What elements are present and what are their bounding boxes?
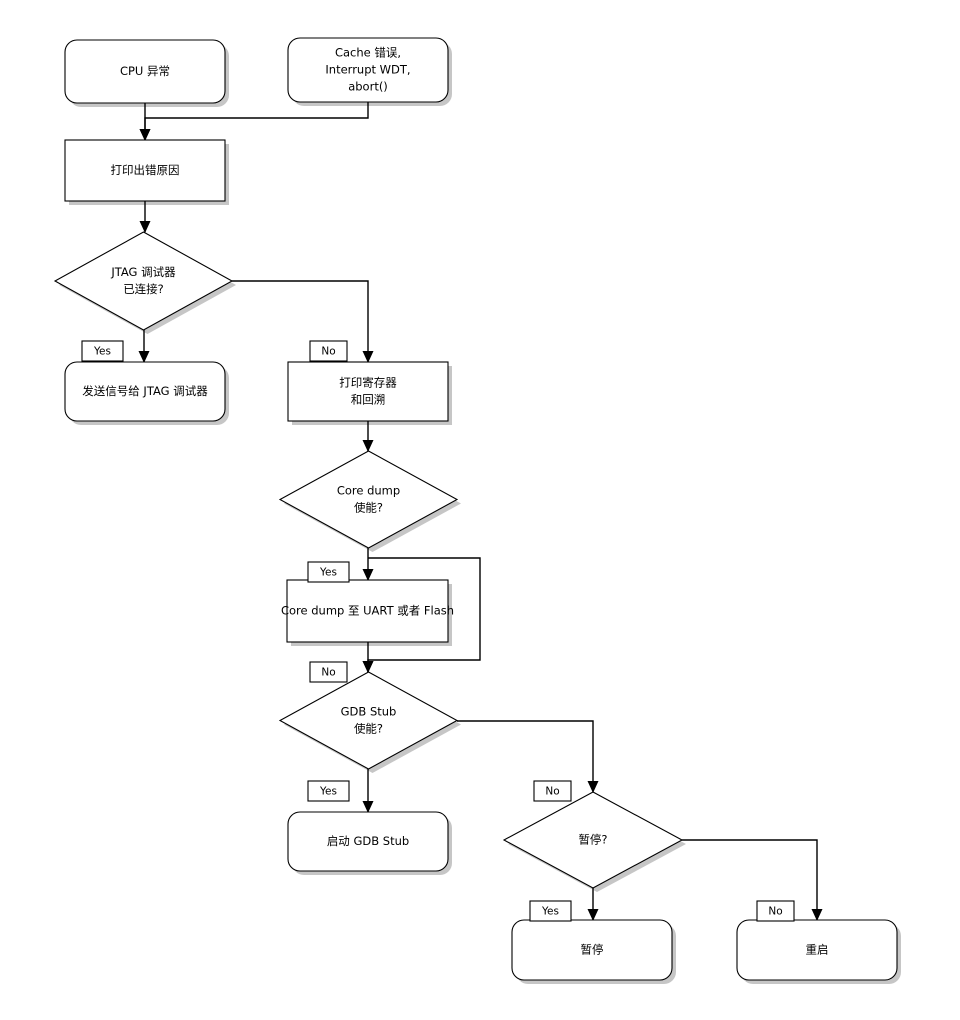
node-gdbstub-enabled[interactable]: GDB Stub 使能?: [278, 671, 459, 770]
edge-label-gdbstub-no: No: [533, 780, 572, 802]
node-shape-send-signal-jtag: [64, 361, 226, 422]
node-send-signal-jtag[interactable]: 发送信号给 JTAG 调试器: [64, 361, 226, 422]
node-label-jtag-connected: 已连接?: [123, 282, 164, 296]
node-label-halt-question: 暂停?: [578, 833, 607, 847]
node-label-send-signal-jtag: 发送信号给 JTAG 调试器: [82, 384, 208, 398]
node-shape-start-gdbstub: [287, 811, 449, 872]
node-coredump-enabled[interactable]: Core dump 使能?: [278, 450, 459, 549]
edge-layer: [138, 102, 823, 921]
node-label-cpu-exception: CPU 异常: [120, 64, 170, 78]
node-label-cache-error: abort(): [348, 80, 388, 94]
node-label-coredump-enabled: Core dump: [337, 484, 400, 498]
edge-label-halt-no: No: [756, 900, 795, 922]
edge-label-text-gdbstub-yes: Yes: [319, 786, 337, 798]
edge-label-text-coredump-no: No: [321, 667, 335, 679]
edge-label-box-halt-yes: [529, 900, 572, 922]
node-label-cache-error: Interrupt WDT,: [325, 63, 410, 77]
node-print-error-reason[interactable]: 打印出错原因: [64, 139, 226, 202]
arrowhead-gdbstub-no-edge: [587, 781, 599, 793]
node-coredump-to-uart-flash[interactable]: Core dump 至 UART 或者 Flash: [281, 579, 454, 643]
edge-label-text-jtag-no: No: [321, 346, 335, 358]
edge-cache-to-print: [144, 102, 369, 140]
edge-label-box-coredump-no: [309, 661, 348, 683]
node-shape-coredump-to-uart-flash: [286, 579, 449, 643]
edge-label-coredump-yes: Yes: [307, 561, 350, 583]
node-start-gdbstub[interactable]: 启动 GDB Stub: [287, 811, 449, 872]
arrowhead-halt-no-edge: [811, 909, 823, 921]
arrowhead-halt-yes-edge: [587, 909, 599, 921]
edge-label-box-gdbstub-yes: [307, 780, 350, 802]
edge-label-box-halt-no: [756, 900, 795, 922]
arrowhead-print-to-jtag: [139, 221, 151, 233]
node-label-cache-error: Cache 错误,: [335, 46, 401, 60]
edge-label-jtag-no: No: [309, 340, 348, 362]
node-shape-print-registers: [287, 361, 449, 422]
node-label-print-registers: 和回溯: [351, 393, 386, 407]
node-halt-question[interactable]: 暂停?: [502, 791, 684, 889]
node-shape-reboot: [736, 919, 898, 981]
node-label-print-registers: 打印寄存器: [339, 376, 397, 390]
arrowhead-jtag-yes-edge: [138, 351, 150, 363]
arrowhead-cache-to-print: [139, 129, 151, 141]
edge-jtag-no-edge: [232, 280, 369, 362]
edge-label-box-jtag-no: [309, 340, 348, 362]
node-label-gdbstub-enabled: 使能?: [354, 722, 383, 736]
node-halt[interactable]: 暂停: [511, 919, 673, 981]
arrowhead-jtag-no-edge: [362, 351, 374, 363]
edge-label-coredump-no: No: [309, 661, 348, 683]
edge-label-jtag-yes: Yes: [81, 340, 124, 362]
node-label-print-error-reason: 打印出错原因: [111, 163, 180, 177]
edge-label-text-halt-no: No: [768, 906, 782, 918]
node-label-halt: 暂停: [581, 943, 604, 957]
node-label-gdbstub-enabled: GDB Stub: [341, 705, 397, 719]
arrowhead-coredump-box-to-gdbstub: [362, 661, 374, 673]
node-label-jtag-connected: JTAG 调试器: [110, 265, 176, 279]
edge-label-text-gdbstub-no: No: [545, 786, 559, 798]
node-shape-halt-question: [502, 791, 684, 889]
edge-gdbstub-no-edge: [457, 720, 594, 792]
node-shape-gdbstub-enabled: [278, 671, 459, 770]
edge-label-text-coredump-yes: Yes: [319, 567, 337, 579]
node-shape-cpu-exception: [64, 39, 226, 104]
node-layer: CPU 异常 Cache 错误, Interrupt WDT, abort() 打印出错…: [53, 37, 898, 981]
edge-label-text-jtag-yes: Yes: [93, 346, 111, 358]
node-cpu-exception[interactable]: CPU 异常: [64, 39, 226, 104]
node-shape-print-error-reason: [64, 139, 226, 202]
edge-halt-no-edge: [682, 839, 818, 920]
arrowhead-coredump-yes-edge: [362, 569, 374, 581]
node-shape-cache-error: [287, 37, 449, 103]
node-label-coredump-to-uart-flash: Core dump 至 UART 或者 Flash: [281, 604, 454, 618]
arrowhead-registers-to-coredump: [362, 440, 374, 452]
node-label-coredump-enabled: 使能?: [354, 501, 383, 515]
edge-label-halt-yes: Yes: [529, 900, 572, 922]
edge-label-box-jtag-yes: [81, 340, 124, 362]
node-shape-jtag-connected: [53, 231, 234, 331]
edge-label-box-coredump-yes: [307, 561, 350, 583]
edge-label-gdbstub-yes: Yes: [307, 780, 350, 802]
edge-label-box-gdbstub-no: [533, 780, 572, 802]
node-cache-error[interactable]: Cache 错误, Interrupt WDT, abort(): [287, 37, 449, 103]
edge-label-text-halt-yes: Yes: [541, 906, 559, 918]
node-label-start-gdbstub: 启动 GDB Stub: [327, 834, 409, 848]
node-shape-coredump-enabled: [278, 450, 459, 549]
arrowhead-gdbstub-yes-edge: [362, 801, 374, 813]
node-label-reboot: 重启: [806, 943, 829, 957]
node-shape-halt: [511, 919, 673, 981]
node-reboot[interactable]: 重启: [736, 919, 898, 981]
